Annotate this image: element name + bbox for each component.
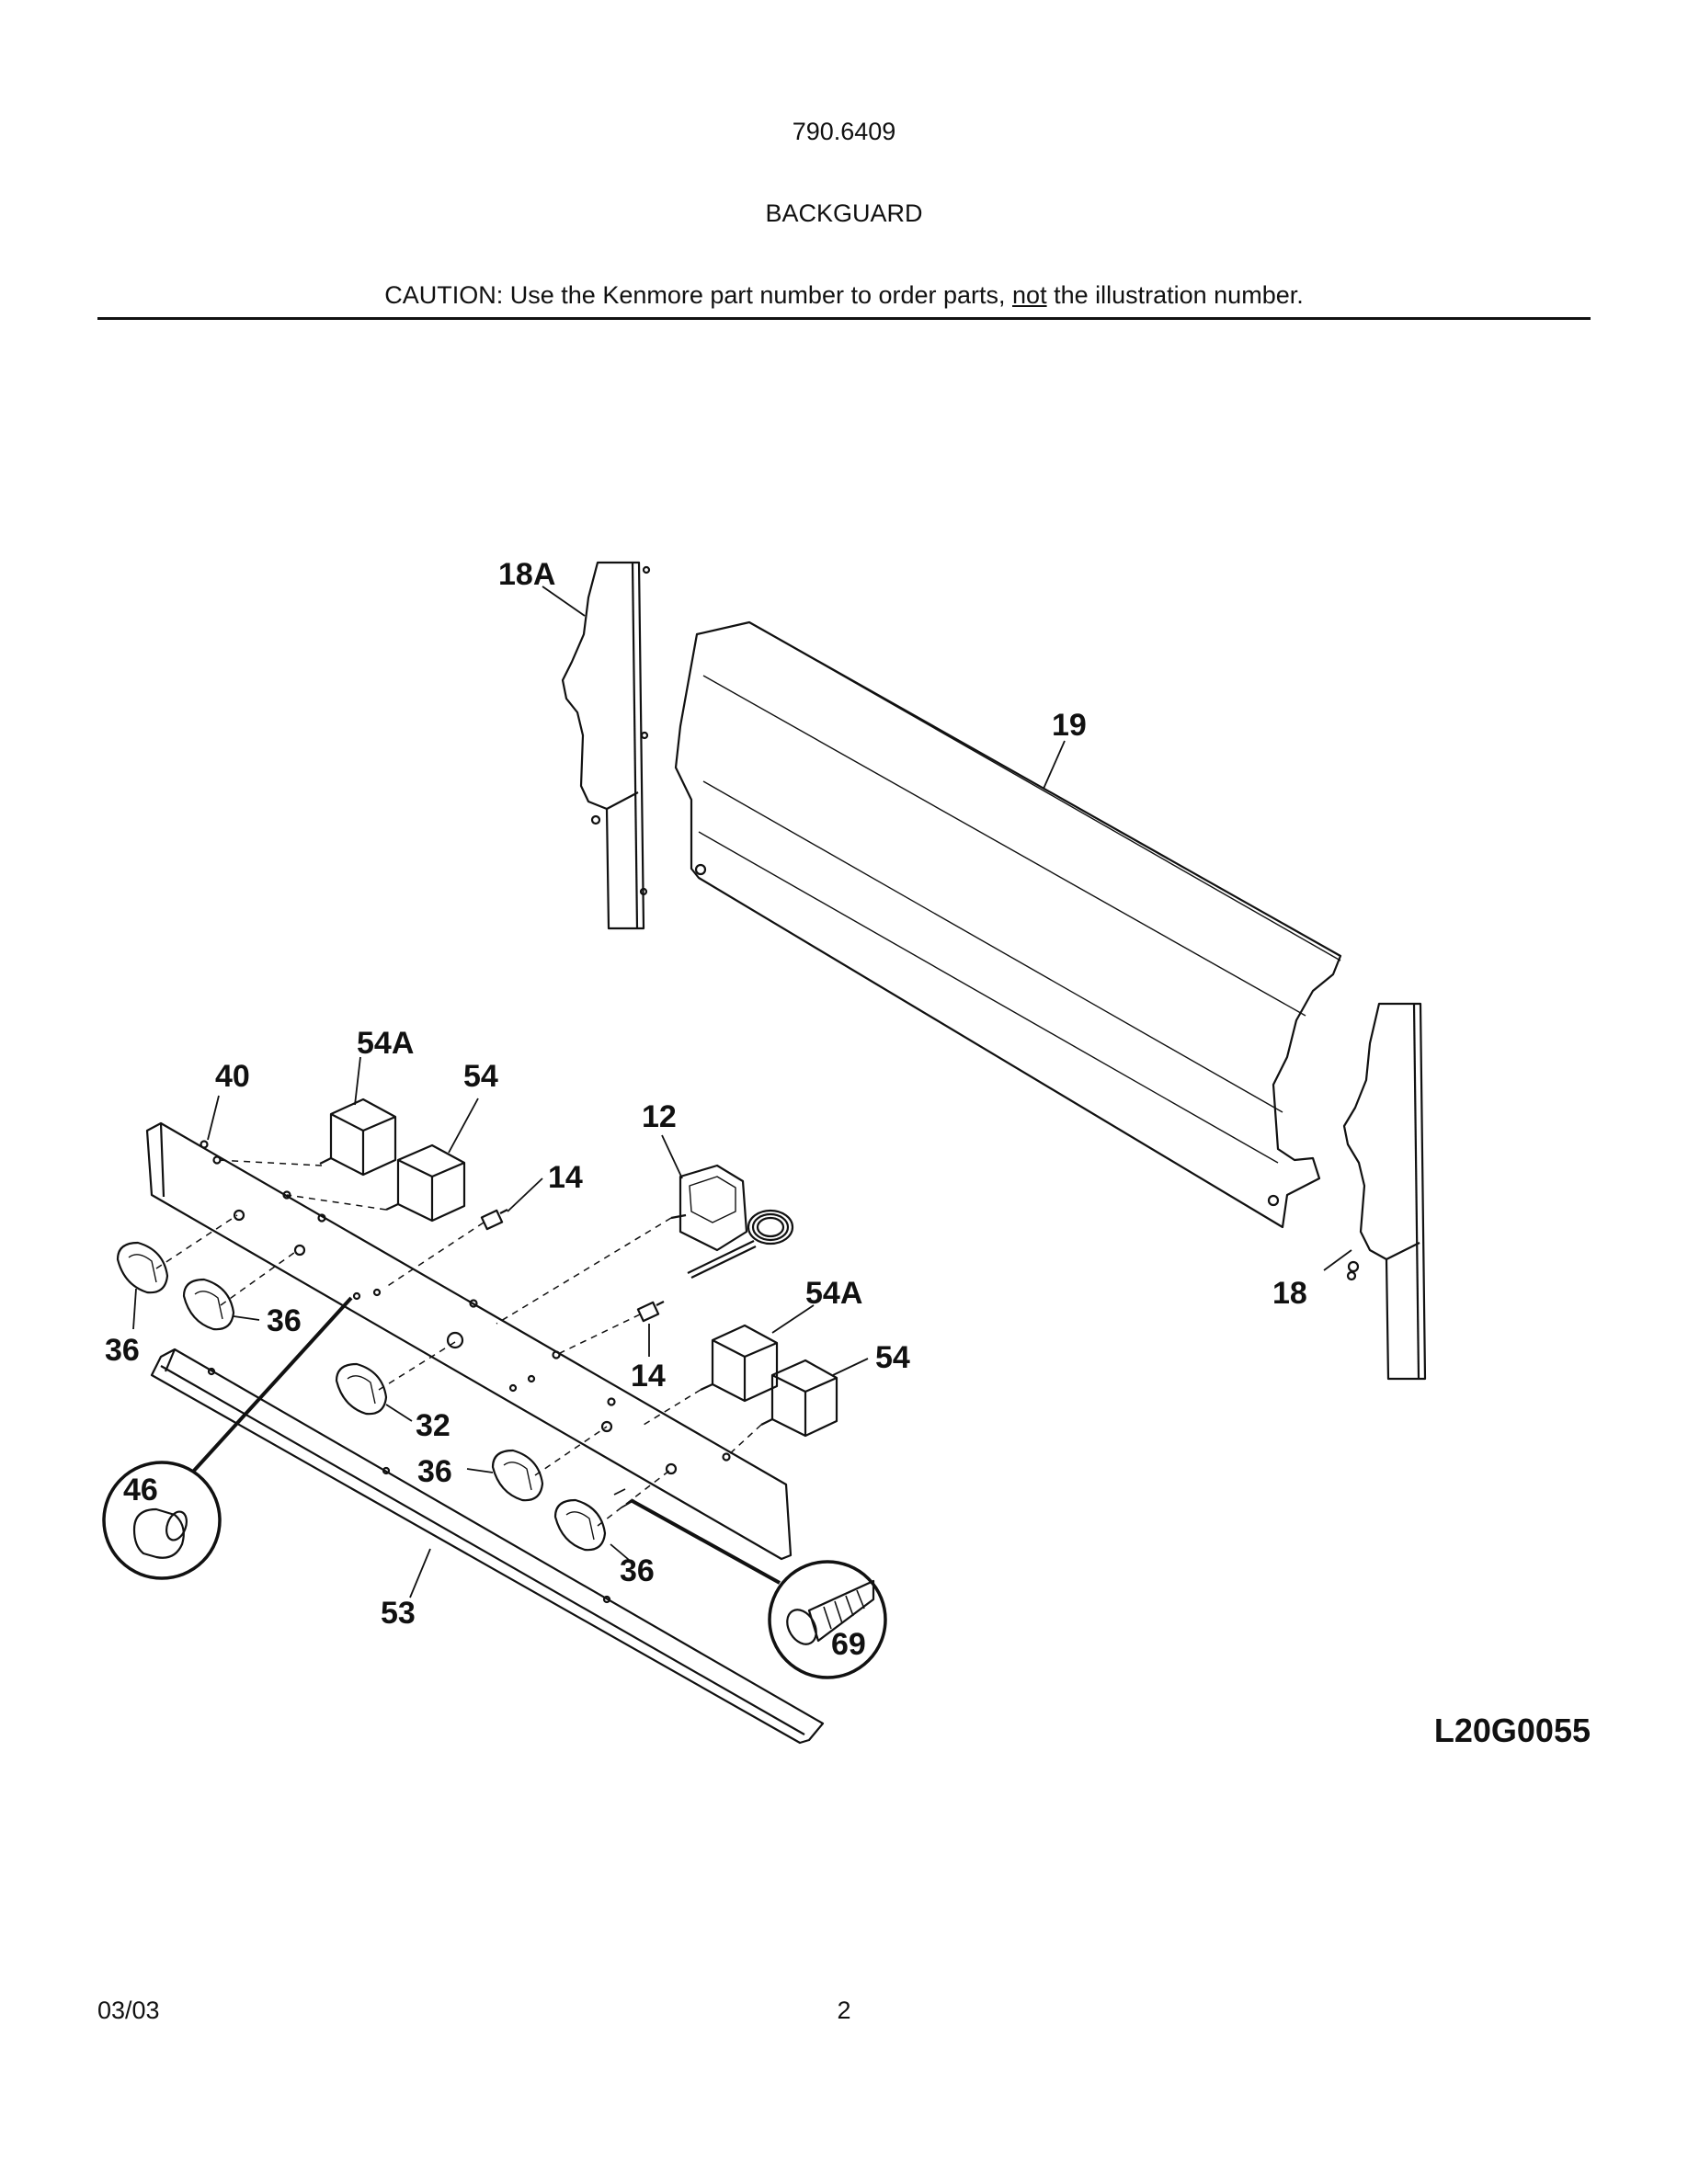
part-knob-36-d: [553, 1498, 607, 1552]
caution-note: CAUTION: Use the Kenmore part number to …: [0, 281, 1688, 310]
page-number: 2: [837, 1996, 851, 2024]
callout-53: 53: [381, 1596, 416, 1631]
callout-14-upper: 14: [548, 1160, 583, 1195]
callout-54-lower: 54: [875, 1340, 910, 1375]
caution-prefix: CAUTION: Use the Kenmore part number to …: [384, 281, 1013, 309]
callout-leader-lines: [132, 586, 1352, 1598]
part-knob-36-a: [116, 1241, 169, 1294]
callout-54a-upper: 54A: [357, 1026, 414, 1061]
part-knob-36-b: [182, 1278, 235, 1331]
callout-54-upper: 54: [463, 1059, 498, 1094]
callout-36-c: 36: [417, 1454, 452, 1489]
part-backguard-panel: [674, 620, 1342, 1229]
callout-36-a: 36: [105, 1333, 140, 1368]
part-side-bracket-right: [1342, 1002, 1427, 1381]
callout-12: 12: [642, 1099, 677, 1134]
caution-emphasis: not: [1012, 281, 1047, 309]
callout-32: 32: [416, 1408, 451, 1443]
part-thermostat: [670, 1164, 794, 1279]
section-title: BACKGUARD: [765, 199, 923, 227]
callout-36-d: 36: [620, 1553, 655, 1588]
callout-19: 19: [1052, 708, 1087, 743]
assembly-guide-lines: [155, 1159, 762, 1527]
callout-40: 40: [215, 1059, 250, 1094]
part-switch-54-lower: [760, 1359, 838, 1438]
part-knob-36-c: [491, 1449, 544, 1502]
detail-circle-46: [102, 1296, 353, 1580]
caution-suffix: the illustration number.: [1046, 281, 1304, 309]
part-knob-32: [335, 1362, 388, 1416]
detail-circle-69: [613, 1488, 887, 1679]
callout-18a: 18A: [498, 557, 555, 592]
callout-14-lower: 14: [631, 1359, 666, 1393]
part-switch-54a-lower: [700, 1324, 779, 1403]
callout-36-b: 36: [267, 1303, 302, 1338]
callout-69: 69: [831, 1627, 866, 1662]
model-number: 790.6409: [792, 118, 896, 145]
part-switch-54a-upper: [319, 1098, 397, 1177]
header-rule: [97, 317, 1591, 320]
callout-54a-lower: 54A: [805, 1276, 862, 1311]
callout-46: 46: [123, 1473, 158, 1507]
part-trim-strip: [150, 1348, 825, 1745]
footer-date: 03/03: [97, 1996, 160, 2024]
callout-18: 18: [1272, 1276, 1307, 1311]
drawing-code: L20G0055: [1433, 1712, 1591, 1749]
part-side-bracket-left: [561, 561, 651, 930]
part-switch-54-upper: [385, 1143, 466, 1223]
part-indicator-light-lower: [636, 1301, 665, 1323]
part-indicator-light-upper: [480, 1209, 508, 1231]
part-control-panel: [145, 1121, 793, 1561]
